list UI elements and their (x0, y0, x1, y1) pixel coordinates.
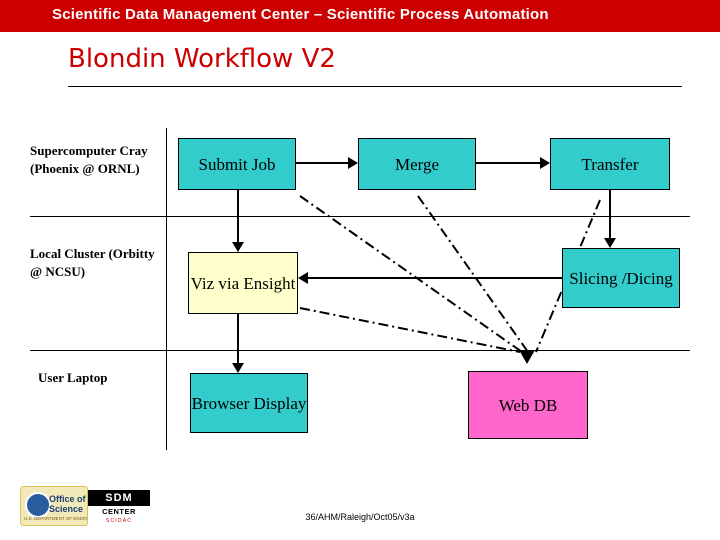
arrowhead-transfer-to-slicing (604, 238, 616, 248)
doe-office-of-science-logo: Office of Science U.S. DEPARTMENT OF ENE… (20, 486, 88, 526)
doe-logo-line1: Office of Science (49, 494, 86, 514)
arrowhead-slicing-to-viz (298, 272, 308, 284)
connector-viz-to-browser (237, 314, 239, 363)
doe-seal-icon (25, 492, 51, 518)
node-slicing-dicing[interactable]: Slicing /Dicing (562, 248, 680, 308)
node-merge-label: Merge (394, 154, 440, 174)
lane-label-local-cluster: Local Cluster (Orbitty @ NCSU) (30, 246, 155, 279)
node-transfer[interactable]: Transfer (550, 138, 670, 190)
dashed-viz-to-webdb (299, 307, 521, 353)
sdm-logo-top-text: SDM (88, 490, 150, 506)
dashed-merge-to-webdb (417, 195, 529, 353)
lane-divider-1 (30, 216, 690, 217)
node-viz-via-ensight[interactable]: Viz via Ensight (188, 252, 298, 314)
lane-label-user-laptop: User Laptop (38, 370, 108, 385)
node-browser-display[interactable]: Browser Display (190, 373, 308, 433)
lane-label-supercomputer: Supercomputer Cray (Phoenix @ ORNL) (30, 143, 148, 176)
footer-note: 36/AHM/Raleigh/Oct05/v3a (305, 512, 415, 522)
doe-logo-line1-text: Office of (49, 494, 86, 504)
doe-logo-line2-text: Science (49, 504, 84, 514)
node-transfer-label: Transfer (581, 154, 639, 174)
lane-divider-2 (30, 350, 690, 351)
connector-slicing-to-viz (300, 277, 562, 279)
node-viz-via-ensight-label: Viz via Ensight (190, 273, 296, 293)
arrowhead-submit-to-viz (232, 242, 244, 252)
lane-vertical-divider (166, 128, 167, 450)
connector-submit-to-merge (296, 162, 348, 164)
page-title: Blondin Workflow V2 (68, 44, 336, 74)
connector-transfer-to-slicing (609, 190, 611, 238)
sdm-logo-bottom-text: SCIDAC (105, 518, 133, 524)
node-submit-job[interactable]: Submit Job (178, 138, 296, 190)
sdm-center-logo: SDM CENTER SCIDAC (88, 490, 150, 526)
node-web-db-label: Web DB (498, 395, 558, 415)
title-divider (68, 86, 682, 87)
arrowhead-submit-to-merge (348, 157, 358, 169)
connector-submit-to-viz (237, 190, 239, 242)
connector-merge-to-transfer (476, 162, 540, 164)
node-submit-job-label: Submit Job (198, 154, 276, 174)
node-merge[interactable]: Merge (358, 138, 476, 190)
dashed-submit-to-webdb (299, 195, 523, 353)
arrowhead-viz-to-browser (232, 363, 244, 373)
node-slicing-dicing-label: Slicing /Dicing (569, 268, 673, 288)
doe-logo-subtext: U.S. DEPARTMENT OF ENERGY (24, 516, 88, 521)
sdm-logo-mid-text: CENTER (102, 507, 136, 516)
header-banner (0, 0, 720, 32)
arrowhead-dashed-to-webdb (519, 350, 535, 364)
node-browser-display-label: Browser Display (191, 393, 307, 413)
header-banner-text: Scientific Data Management Center – Scie… (52, 6, 549, 23)
node-web-db[interactable]: Web DB (468, 371, 588, 439)
arrowhead-merge-to-transfer (540, 157, 550, 169)
